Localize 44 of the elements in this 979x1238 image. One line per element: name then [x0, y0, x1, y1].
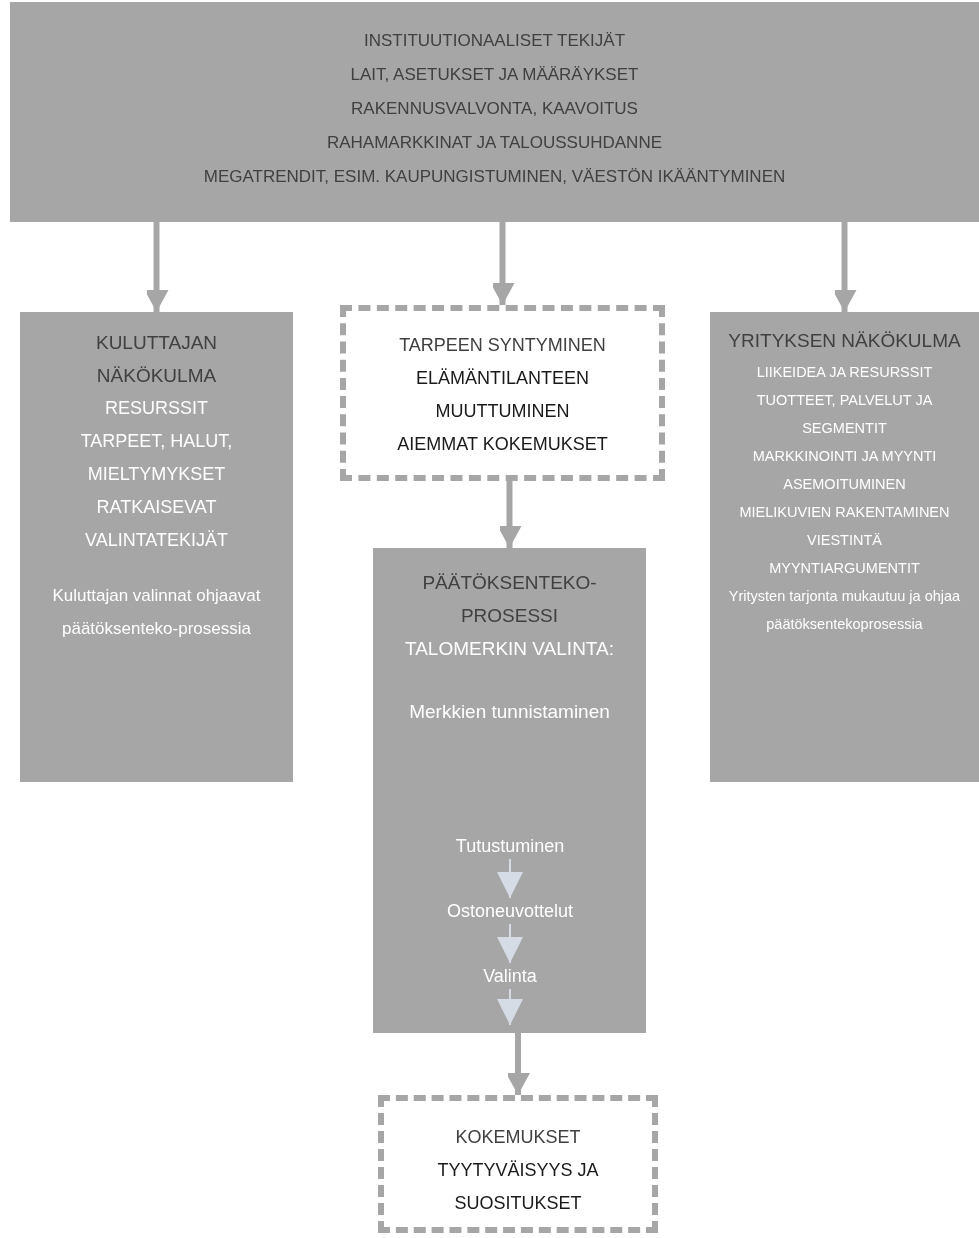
node-heading: KOKEMUKSET — [454, 1126, 582, 1149]
node-text: LIIKEIDEA JA RESURSSIT — [755, 363, 934, 382]
process-box — [710, 312, 979, 782]
arrow — [497, 988, 523, 1026]
step-label: Ostoneuvottelut — [446, 898, 574, 924]
node-text: TUOTTEET, PALVELUT JA SEGMENTIT — [755, 391, 934, 438]
node-heading: PÄÄTÖKSENTEKO-PROSESSI — [421, 571, 598, 628]
node-heading: YRITYKSEN NÄKÖKULMA — [727, 329, 962, 353]
node-text: TYYTYVÄISYYS JA SUOSITUKSET — [436, 1159, 600, 1215]
node-text: MARKKINOINTI JA MYYNTI — [751, 447, 938, 466]
node-heading: TARPEEN SYNTYMINEN — [398, 334, 607, 357]
node-text: TALOMERKIN VALINTA: — [403, 637, 615, 661]
dashed-box — [378, 1095, 658, 1233]
arrow — [144, 222, 169, 312]
node-text: TARPEET, HALUT, MIELTYMYKSET — [79, 430, 234, 486]
node-text: RAKENNUSVALVONTA, KAAVOITUS — [350, 98, 639, 120]
arrow — [506, 1033, 530, 1095]
process-box — [10, 2, 979, 222]
node-text: ELÄMÄNTILANTEEN MUUTTUMINEN — [414, 367, 590, 423]
node-text: MIELIKUVIEN RAKENTAMINEN — [738, 503, 951, 522]
node-text: RATKAISEVAT VALINTATEKIJÄT — [84, 496, 229, 552]
node-text: VIESTINTÄ — [806, 531, 883, 550]
node-text: ASEMOITUMINEN — [782, 475, 907, 494]
step-label: Valinta — [483, 963, 537, 989]
node-heading: INSTITUUTIONAALISET TEKIJÄT — [363, 30, 626, 52]
dashed-box — [340, 305, 665, 481]
arrow — [497, 858, 523, 899]
node-text: Yritysten tarjonta mukautuu ja ohjaa päätöksentekoprosessia — [727, 587, 962, 634]
node-text: MYYNTIARGUMENTIT — [768, 559, 921, 578]
arrow — [497, 481, 522, 548]
process-box — [373, 548, 646, 1033]
node-text: MEGATRENDIT, ESIM. KAUPUNGISTUMINEN, VÄESTÖN IKÄÄNTYMINEN — [202, 166, 787, 188]
node-heading: KULUTTAJAN NÄKÖKULMA — [94, 331, 219, 388]
process-box — [20, 312, 293, 782]
node-text: RAHAMARKKINAT JA TALOUSSUHDANNE — [325, 132, 663, 154]
node-text: RESURSSIT — [104, 397, 209, 420]
node-text: LAIT, ASETUKSET JA MÄÄRÄYKSET — [349, 64, 640, 86]
node-text: AIEMMAT KOKEMUKSET — [396, 433, 609, 456]
arrow — [832, 222, 857, 312]
node-text: Kuluttajan valinnat ohjaavat päätöksenteko-prosessia — [51, 585, 262, 640]
step-label: Tutustuminen — [455, 833, 565, 859]
node-text: Merkkien tunnistaminen — [408, 700, 611, 724]
arrow — [497, 923, 523, 964]
arrow — [490, 222, 515, 305]
